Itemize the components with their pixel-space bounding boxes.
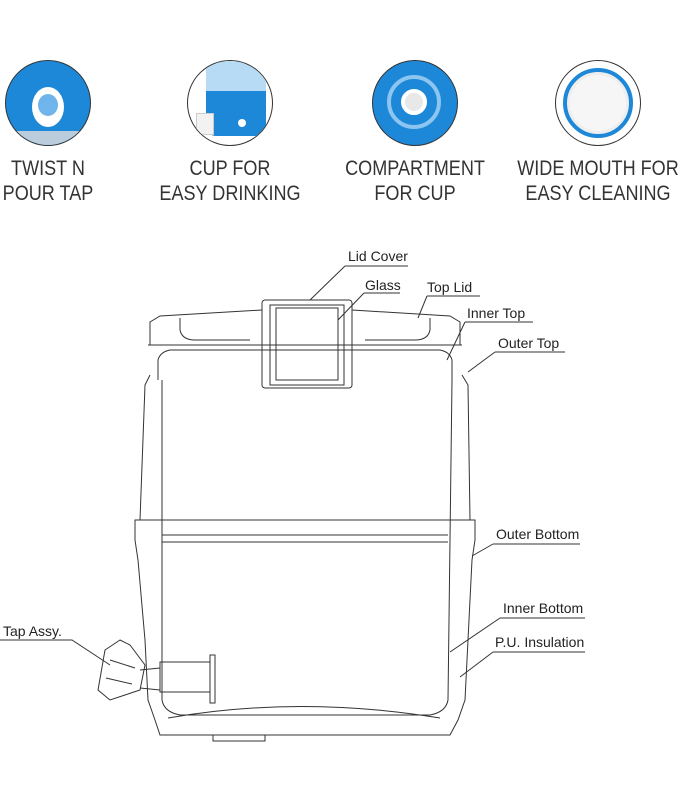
svg-text:Inner Bottom: Inner Bottom	[503, 600, 583, 616]
svg-text:Outer Bottom: Outer Bottom	[496, 526, 579, 542]
svg-text:Outer Top: Outer Top	[498, 335, 559, 351]
wide-mouth-icon	[555, 60, 641, 146]
svg-text:Glass: Glass	[365, 277, 401, 293]
label-inner-top: Inner Top	[446, 305, 533, 361]
svg-text:Lid Cover: Lid Cover	[348, 248, 408, 264]
part-labels: Lid Cover Glass Top Lid Inner Top Outer …	[0, 248, 585, 678]
feature-subtitle: EASY DRINKING	[159, 182, 301, 205]
feature-title: WIDE MOUTH FOR	[517, 157, 679, 180]
svg-text:P.U. Insulation: P.U. Insulation	[495, 634, 584, 650]
feature-title: TWIST N	[11, 157, 85, 180]
feature-title: COMPARTMENT	[345, 157, 485, 180]
label-outer-top: Outer Top	[467, 335, 565, 373]
feature-subtitle: FOR CUP	[374, 182, 456, 205]
svg-text:Tap Assy.: Tap Assy.	[3, 623, 62, 639]
feature-title: CUP FOR	[189, 157, 271, 180]
cup-icon	[187, 60, 273, 146]
label-tap-assy: Tap Assy.	[0, 623, 111, 666]
feature-subtitle: POUR TAP	[2, 182, 94, 205]
label-inner-bottom: Inner Bottom	[449, 600, 585, 653]
svg-text:Inner Top: Inner Top	[467, 305, 525, 321]
label-pu-insulation: P.U. Insulation	[459, 634, 585, 678]
feature-subtitle: EASY CLEANING	[525, 182, 671, 205]
compartment-icon	[372, 60, 458, 146]
tap-icon	[5, 60, 91, 146]
label-top-lid: Top Lid	[417, 279, 480, 319]
tap-assembly	[97, 639, 216, 704]
jug-drawing	[97, 299, 476, 742]
label-outer-bottom: Outer Bottom	[471, 526, 580, 557]
svg-text:Top Lid: Top Lid	[427, 279, 472, 295]
label-glass: Glass	[337, 277, 401, 321]
label-lid-cover: Lid Cover	[309, 248, 408, 301]
